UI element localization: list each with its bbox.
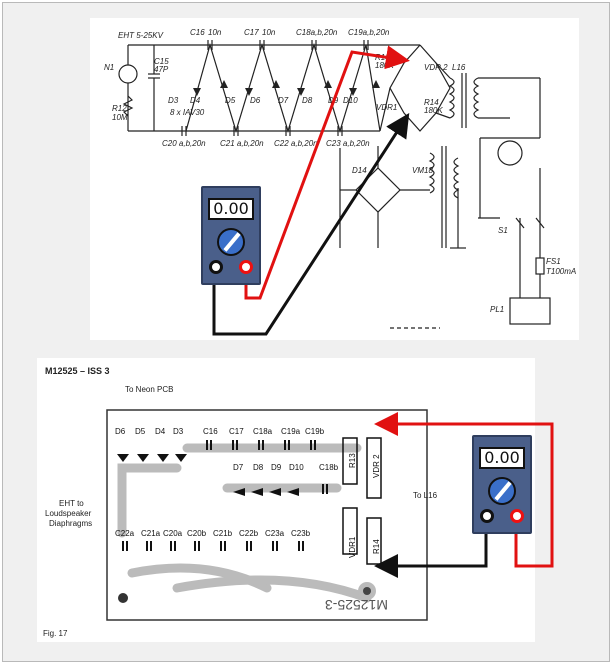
label-d14: D14 <box>352 166 367 175</box>
pcb-r13: R13 <box>348 453 357 468</box>
label-d4: D4 <box>190 96 201 105</box>
label-c18: C18a,b,20n <box>296 28 338 37</box>
pcb-c16: C16 <box>203 427 218 436</box>
label-eht: EHT 5-25KV <box>118 31 164 40</box>
label-d3: D3 <box>168 96 179 105</box>
label-fs1: FS1 <box>546 257 561 266</box>
label-r14: R14 <box>424 98 439 107</box>
label-d5: D5 <box>225 96 236 105</box>
top-red-probe-wire <box>244 45 410 300</box>
label-r14-val: 180K <box>424 106 443 115</box>
bottom-meter-display: 0.00 <box>479 447 525 469</box>
pcb-fig: Fig. 17 <box>43 629 68 638</box>
pcb-c22b: C22b <box>239 529 259 538</box>
pcb-c20b: C20b <box>187 529 207 538</box>
top-meter-red-jack <box>239 260 253 274</box>
pcb-eht-line1: EHT to <box>59 499 84 508</box>
label-c17-val: 10n <box>262 28 276 37</box>
pcb-board-number: M12525-3 <box>325 597 388 613</box>
top-black-probe-wire <box>212 112 410 336</box>
pcb-d4: D4 <box>155 427 166 436</box>
pcb-eht-line2: Loudspeaker <box>45 509 92 518</box>
pcb-c19b: C19b <box>305 427 325 436</box>
pcb-d8: D8 <box>253 463 264 472</box>
label-c17: C17 <box>244 28 259 37</box>
label-diode-spec: 8 x IAV30 <box>170 108 205 117</box>
label-n1: N1 <box>104 63 114 72</box>
label-c20: C20 a,b,20n <box>162 139 206 148</box>
bottom-meter-red-jack <box>510 509 524 523</box>
bottom-multimeter: 0.00 <box>472 435 532 534</box>
bottom-black-probe-wire <box>374 522 488 578</box>
pcb-d6: D6 <box>115 427 126 436</box>
pcb-title: M12525 – ISS 3 <box>45 366 110 376</box>
top-meter-display: 0.00 <box>208 198 254 220</box>
label-vdr1: VDR1 <box>376 103 397 112</box>
bottom-meter-dial-icon <box>488 477 516 505</box>
schematic-panel: EHT 5-25KV N1 C15 47P R12 10M C16 10n C1… <box>90 18 579 340</box>
schematic-drawing: EHT 5-25KV N1 C15 47P R12 10M C16 10n C1… <box>104 28 576 329</box>
pcb-c22a: C22a <box>115 529 135 538</box>
label-d7: D7 <box>278 96 289 105</box>
label-c21: C21 a,b,20n <box>220 139 264 148</box>
pcb-d3: D3 <box>173 427 184 436</box>
pcb-c23b: C23b <box>291 529 311 538</box>
pcb-d10: D10 <box>289 463 304 472</box>
label-d8: D8 <box>302 96 313 105</box>
label-c16: C16 <box>190 28 205 37</box>
pcb-vdr1: VDR1 <box>348 536 357 558</box>
pcb-panel: M12525 – ISS 3 To Neon PCB EHT to Loudsp… <box>37 358 535 642</box>
pcb-vdr2: VDR 2 <box>372 454 381 478</box>
label-vm18: VM18 <box>412 166 433 175</box>
pcb-d5: D5 <box>135 427 146 436</box>
label-d6: D6 <box>250 96 261 105</box>
top-multimeter: 0.00 <box>201 186 261 285</box>
label-c15-val: 47P <box>154 65 169 74</box>
bottom-meter-black-jack <box>480 509 494 523</box>
bottom-red-probe-wire <box>374 412 554 568</box>
label-fs1-val: T100mA <box>546 267 576 276</box>
label-r12: R12 <box>112 104 127 113</box>
pcb-c21b: C21b <box>213 529 233 538</box>
pcb-c18b: C18b <box>319 463 339 472</box>
pcb-c20a: C20a <box>163 529 183 538</box>
pcb-drawing: M12525 – ISS 3 To Neon PCB EHT to Loudsp… <box>43 366 438 638</box>
pcb-to-neon: To Neon PCB <box>125 385 173 394</box>
label-c22: C22 a,b,20n <box>274 139 318 148</box>
label-pl1: PL1 <box>490 305 504 314</box>
label-c19: C19a,b,20n <box>348 28 390 37</box>
pcb-c18a: C18a <box>253 427 273 436</box>
pcb-d9: D9 <box>271 463 282 472</box>
pcb-c23a: C23a <box>265 529 285 538</box>
pcb-r14: R14 <box>372 539 381 554</box>
pcb-c19a: C19a <box>281 427 301 436</box>
pcb-d7: D7 <box>233 463 244 472</box>
top-meter-dial-icon <box>217 228 245 256</box>
pcb-c21a: C21a <box>141 529 161 538</box>
label-c15: C15 <box>154 57 169 66</box>
label-r12-val: 10M <box>112 113 128 122</box>
label-s1: S1 <box>498 226 508 235</box>
pcb-eht-line3: Diaphragms <box>49 519 92 528</box>
top-meter-black-jack <box>209 260 223 274</box>
label-c23: C23 a,b,20n <box>326 139 370 148</box>
label-vdr2: VDR 2 <box>424 63 448 72</box>
label-c16-val: 10n <box>208 28 222 37</box>
pcb-to-l16: To L16 <box>413 491 438 500</box>
pcb-c17: C17 <box>229 427 244 436</box>
label-l16: L16 <box>452 63 466 72</box>
label-d10: D10 <box>343 96 358 105</box>
